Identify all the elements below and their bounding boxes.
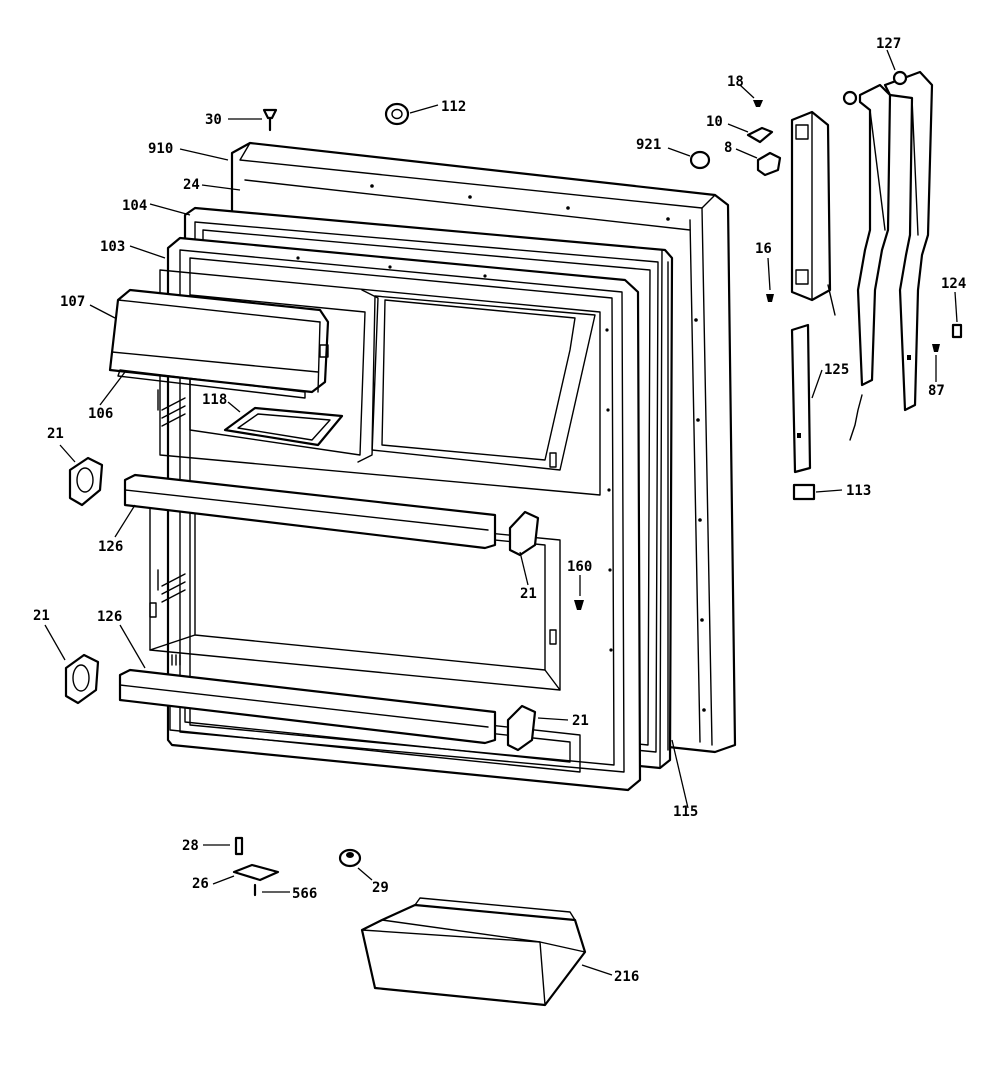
- plug-921: [689, 150, 711, 170]
- callout-910: 910: [148, 141, 173, 157]
- callout-26: 26: [192, 876, 209, 892]
- shelf-end-cap-right-lower: [506, 704, 537, 752]
- screw-18: [753, 100, 763, 107]
- callout-126-upper: 126: [98, 539, 123, 555]
- callout-124: 124: [941, 276, 966, 292]
- callout-21-right-upper: 21: [520, 586, 537, 602]
- callout-216: 216: [614, 969, 639, 985]
- lower-shelf-bar: [118, 668, 497, 745]
- callout-21-right-lower: 21: [572, 713, 589, 729]
- callout-87: 87: [928, 383, 945, 399]
- callout-29: 29: [372, 880, 389, 896]
- part-28: [234, 836, 244, 856]
- callout-566: 566: [292, 886, 317, 902]
- callout-113: 113: [846, 483, 871, 499]
- callout-106: 106: [88, 406, 113, 422]
- dairy-compartment-door: [108, 288, 330, 399]
- screw-124: [951, 323, 963, 339]
- shelf-end-cap-left-lower: [64, 653, 100, 705]
- bracket-10: [746, 126, 774, 144]
- callout-112: 112: [441, 99, 466, 115]
- screw-160: [574, 600, 584, 610]
- door-handle-assembly: [842, 70, 934, 441]
- plug-112: [384, 102, 410, 126]
- callout-16: 16: [755, 241, 772, 257]
- callout-10: 10: [706, 114, 723, 130]
- screw-30: [262, 108, 278, 132]
- callout-115: 115: [673, 804, 698, 820]
- callout-104: 104: [122, 198, 147, 214]
- callout-160: 160: [567, 559, 592, 575]
- plug-29: [338, 848, 362, 868]
- callout-21-left-lower: 21: [33, 608, 50, 624]
- callout-107: 107: [60, 294, 85, 310]
- leader-lines: [44, 49, 958, 976]
- callout-24: 24: [183, 177, 200, 193]
- hinge-strip-125: [790, 323, 812, 474]
- door-hinge: [790, 110, 836, 316]
- callout-126-lower: 126: [97, 609, 122, 625]
- callout-labels: 30 112 910 24 104 103 107 106 118 21 126…: [33, 36, 966, 985]
- shelf-end-cap-left-upper: [68, 456, 104, 507]
- screw-16: [766, 294, 774, 302]
- callout-118: 118: [202, 392, 227, 408]
- callout-921: 921: [636, 137, 661, 153]
- callout-127: 127: [876, 36, 901, 52]
- callout-103: 103: [100, 239, 125, 255]
- cap-8: [756, 151, 782, 177]
- upper-shelf-bar: [123, 473, 497, 550]
- callout-8: 8: [724, 140, 732, 156]
- callout-30: 30: [205, 112, 222, 128]
- callout-125: 125: [824, 362, 849, 378]
- callout-28: 28: [182, 838, 199, 854]
- plate-26: [232, 863, 280, 897]
- door-bin-216: [360, 897, 587, 1007]
- screw-87: [932, 344, 940, 352]
- callout-18: 18: [727, 74, 744, 90]
- clip-113: [792, 483, 816, 501]
- callout-21-left-upper: 21: [47, 426, 64, 442]
- shelf-end-cap-right-upper: [508, 510, 540, 557]
- small-shelf: [223, 406, 344, 447]
